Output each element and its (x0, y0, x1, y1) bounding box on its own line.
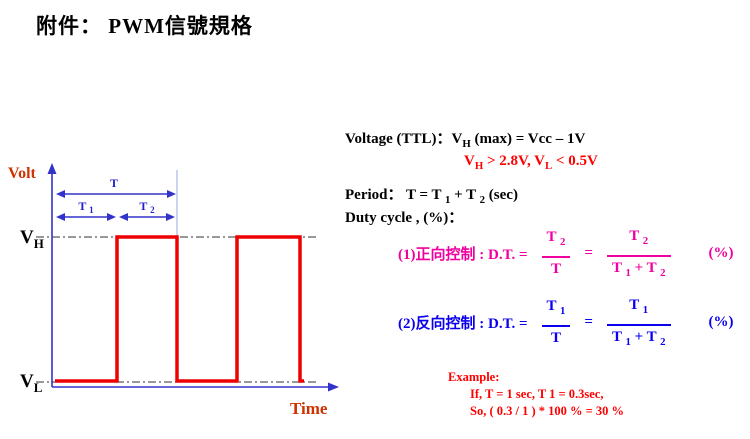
period-spec-line: Period： T = T 1 + T 2 (sec) (345, 187, 518, 206)
percent-label: (%) (708, 314, 734, 330)
pwm-waveform-diagram: Volt T T 1 (8, 163, 339, 418)
example-line-1: If, T = 1 sec, T 1 = 0.3sec, (470, 387, 604, 401)
pwm-signal-trace (55, 235, 304, 383)
t2-label: T 2 (139, 199, 155, 215)
reverse-duty-formula: (2)反向控制 : D.T. = T 1 T = T 1 T 1 + T 2 (… (398, 297, 734, 348)
t1-arrow (56, 213, 116, 221)
volt-axis-label: Volt (8, 165, 37, 182)
forward-formula-label: (1)正向控制 : D.T. = (398, 247, 528, 263)
example-block: Example: If, T = 1 sec, T 1 = 0.3sec, So… (448, 369, 624, 420)
example-line-2: So, ( 0.3 / 1 ) * 100 % = 30 % (470, 404, 624, 418)
equals-sign: = (584, 314, 593, 330)
time-axis-label: Time (290, 399, 328, 418)
vl-label: VL (20, 371, 43, 395)
t1-label: T 1 (78, 199, 94, 215)
fraction: T 2 T (541, 229, 571, 278)
reverse-formula-label: (2)反向控制 : D.T. = (398, 316, 528, 332)
t2-arrow (119, 213, 175, 221)
vh-label: VH (20, 227, 44, 251)
page-title: 附件： PWM信號規格 (36, 14, 253, 38)
duty-cycle-line: Duty cycle , (%)： (345, 210, 464, 226)
fraction: T 1 T (541, 298, 571, 347)
voltage-threshold-line: VH > 2.8V, VL < 0.5V (464, 153, 598, 172)
period-label: T (110, 176, 118, 190)
forward-duty-formula: (1)正向控制 : D.T. = T 2 T = T 2 T 1 + T 2 (… (398, 228, 734, 279)
fraction: T 2 T 1 + T 2 (606, 228, 671, 279)
fraction: T 1 T 1 + T 2 (606, 297, 671, 348)
equals-sign: = (584, 245, 593, 261)
y-axis (47, 163, 57, 387)
percent-label: (%) (708, 245, 734, 261)
voltage-spec-line: Voltage (TTL)：VH (max) = Vcc – 1V (345, 131, 586, 150)
period-arrow (56, 190, 176, 198)
x-axis (52, 382, 339, 392)
example-title: Example: (448, 370, 500, 384)
